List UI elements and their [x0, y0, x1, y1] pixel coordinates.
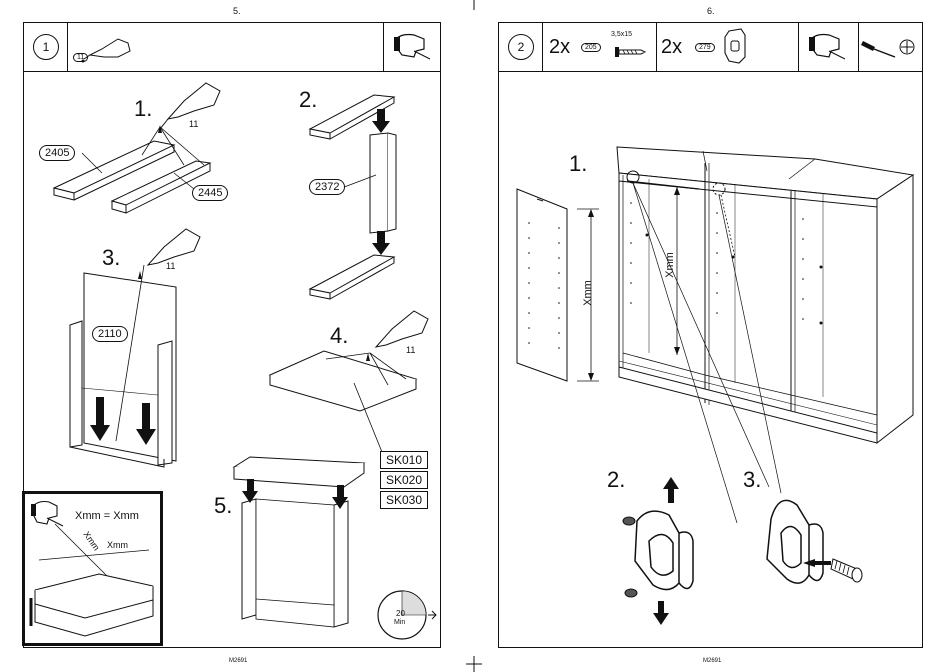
bracket-detail-2	[609, 471, 719, 621]
drawer-illustration	[25, 494, 161, 644]
instruction-panel-step-1: 1 11 1. 11	[23, 22, 441, 648]
dim-label-side-panel: Xmm	[582, 280, 594, 306]
inset-measure-box: Xmm = Xmm Xmm Xmm	[22, 491, 163, 646]
instruction-panel-step-2: 2 2x 205 3,5x15 2x 279	[498, 22, 923, 648]
timer-unit: Min	[394, 619, 405, 626]
substep-3-label: 3.	[743, 467, 761, 493]
bracket-detail-3	[761, 489, 871, 609]
timer-icon	[376, 589, 440, 641]
timer-value: 20	[396, 609, 405, 618]
dim-label-inner: Xmm	[664, 252, 676, 278]
